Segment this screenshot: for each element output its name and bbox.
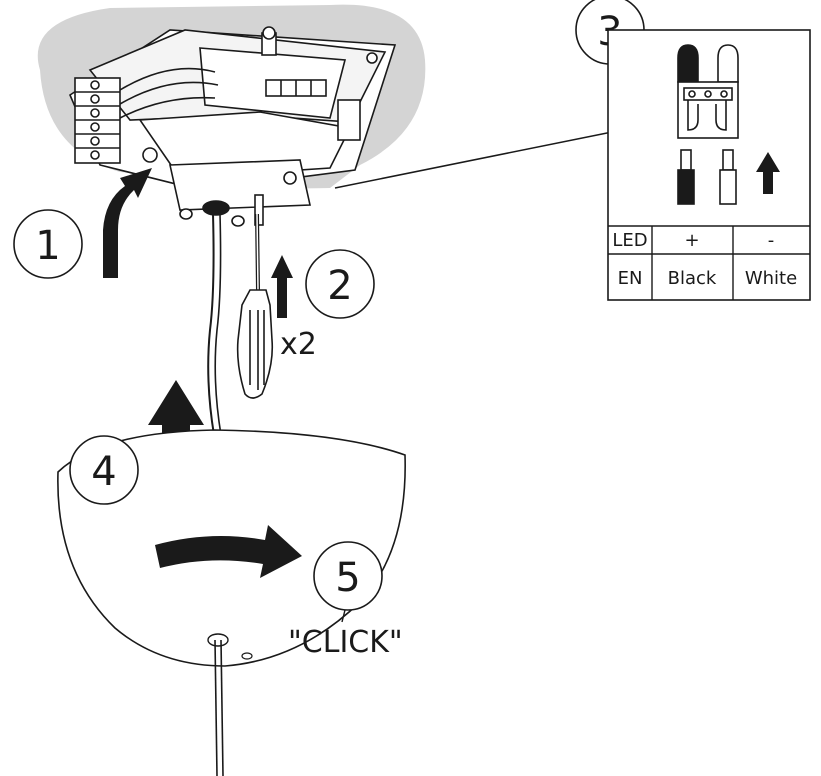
table-cell-white: White — [745, 268, 797, 289]
table-header-plus: + — [684, 230, 699, 251]
pendant-cable-upper — [207, 213, 215, 436]
step-1-marker: 1 — [13, 209, 83, 279]
arrow-curved-right-icon — [155, 525, 302, 578]
table-header-led: LED — [612, 230, 647, 251]
step-2-number: 2 — [327, 263, 352, 309]
click-label: "CLICK" — [288, 625, 403, 660]
table-cell-en: EN — [618, 268, 643, 289]
step-4-marker: 4 — [69, 435, 139, 505]
wiring-table — [608, 225, 810, 300]
step-4-number: 4 — [91, 449, 116, 495]
arrow-up-icon — [271, 255, 293, 318]
white-wire-end — [719, 149, 737, 205]
screw-count-label: x2 — [280, 327, 317, 362]
step-2-marker: 2 — [305, 249, 375, 319]
pendant-cable-lower — [214, 639, 218, 776]
step-1-number: 1 — [35, 223, 60, 269]
connector-terminal-icon — [677, 44, 739, 139]
arrow-up-icon — [103, 168, 152, 278]
screwdriver-icon — [236, 213, 274, 399]
step-5-number: 5 — [335, 555, 360, 601]
step-5-marker: 5 — [313, 541, 383, 611]
arrow-up-icon — [756, 152, 780, 194]
ceiling-mount-block — [68, 26, 397, 227]
wiring-inset: LED + - EN Black White — [607, 29, 811, 301]
callout-line — [334, 131, 613, 189]
table-header-minus: - — [768, 230, 775, 251]
table-cell-black: Black — [668, 268, 717, 289]
black-wire-end — [677, 149, 695, 205]
